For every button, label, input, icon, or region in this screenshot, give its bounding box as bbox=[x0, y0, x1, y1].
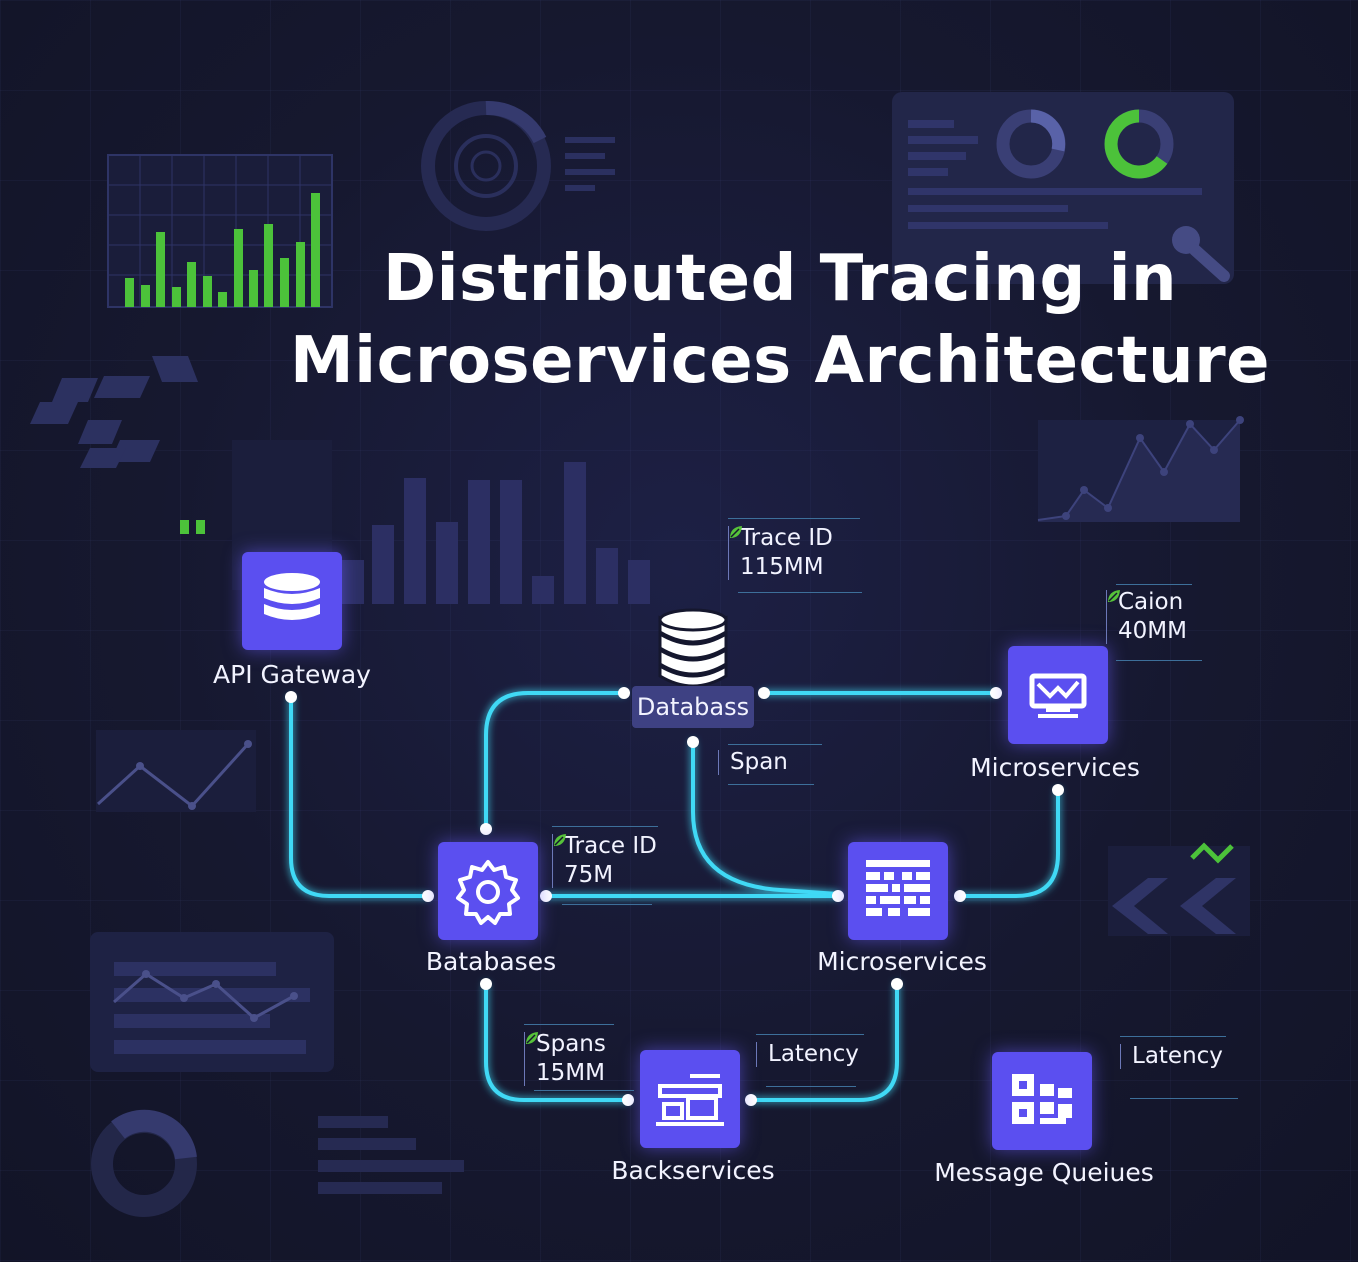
latency-annotation-1: Latency bbox=[756, 1034, 864, 1087]
latency-1-label: Latency bbox=[768, 1041, 859, 1067]
caion-annotation: Caion 40MM bbox=[1106, 584, 1202, 661]
connector-microservices-mid-backservices bbox=[749, 982, 899, 1102]
leaf-icon bbox=[1108, 590, 1120, 602]
message-queues-node[interactable] bbox=[992, 1052, 1092, 1150]
grid-table-icon bbox=[866, 860, 930, 916]
queue-icon bbox=[1012, 1074, 1072, 1124]
title-line-1: Distributed Tracing in bbox=[382, 242, 1178, 316]
parallelogram-shapes-left bbox=[30, 356, 198, 468]
latency-2-label: Latency bbox=[1132, 1043, 1223, 1069]
caion-value: 40MM bbox=[1118, 618, 1187, 644]
leaf-icon bbox=[730, 526, 742, 538]
trace-id-mid-value: 75M bbox=[564, 862, 614, 888]
leaf-icon bbox=[554, 834, 566, 846]
span-label: Span bbox=[730, 749, 788, 775]
microservices-mid-label: Microservices bbox=[817, 947, 987, 976]
batabases-node[interactable] bbox=[438, 842, 538, 940]
dashboard-panel-topright bbox=[892, 92, 1234, 284]
gear-icon bbox=[456, 860, 520, 925]
page-title: Distributed Tracing in Microservices Arc… bbox=[280, 238, 1280, 402]
microservices-mid-node[interactable] bbox=[848, 842, 948, 940]
leaf-icon bbox=[526, 1032, 538, 1044]
title-line-2: Microservices Architecture bbox=[289, 324, 1271, 398]
spans-value: 15MM bbox=[536, 1060, 605, 1086]
line-chart-widget-topright bbox=[1037, 416, 1244, 522]
trace-id-label: Trace ID bbox=[740, 525, 833, 551]
connector-database-microservices-mid bbox=[691, 740, 840, 896]
caion-label: Caion bbox=[1118, 589, 1184, 615]
connector-gateway-batabases bbox=[289, 695, 430, 898]
backservices-label: Backservices bbox=[611, 1156, 775, 1185]
latency-annotation-2: Latency bbox=[1120, 1036, 1238, 1099]
trace-id-mid-label: Trace ID bbox=[564, 833, 657, 859]
chevron-widget-right bbox=[1108, 842, 1250, 936]
database-icon bbox=[264, 573, 320, 620]
spans-label: Spans bbox=[536, 1031, 606, 1057]
span-annotation: Span bbox=[718, 744, 822, 785]
trace-id-annotation-top: Trace ID 115MM bbox=[728, 518, 862, 593]
microservices-top-node[interactable] bbox=[1008, 646, 1108, 744]
trace-id-annotation-mid: Trace ID 75M bbox=[552, 826, 658, 905]
api-gateway-node[interactable] bbox=[242, 552, 342, 650]
table-widget-left bbox=[90, 932, 334, 1072]
line-chart-widget-left bbox=[96, 730, 256, 812]
connector-batabases-database bbox=[484, 691, 626, 831]
connector-microservices-top-mid bbox=[958, 788, 1060, 898]
message-queues-label: Message Queiues bbox=[934, 1158, 1154, 1187]
microservices-top-label: Microservices bbox=[970, 753, 1140, 782]
bar-chart-widget-topleft bbox=[107, 154, 333, 308]
blocks-icon bbox=[656, 1074, 724, 1126]
backservices-node[interactable] bbox=[640, 1050, 740, 1148]
monitor-chart-icon bbox=[1029, 673, 1087, 718]
trace-id-value: 115MM bbox=[740, 554, 824, 580]
spans-annotation: Spans 15MM bbox=[524, 1024, 634, 1091]
database-node[interactable]: Databass bbox=[632, 686, 754, 728]
green-tick-icon bbox=[180, 520, 205, 534]
donut-widget-bottomleft bbox=[91, 1109, 464, 1217]
connector-endpoints bbox=[285, 687, 1064, 1106]
api-gateway-label: API Gateway bbox=[213, 660, 371, 689]
batabases-label: Batabases bbox=[425, 947, 557, 976]
connector-batabases-backservices bbox=[484, 982, 630, 1102]
radial-gauge-widget bbox=[421, 100, 615, 231]
